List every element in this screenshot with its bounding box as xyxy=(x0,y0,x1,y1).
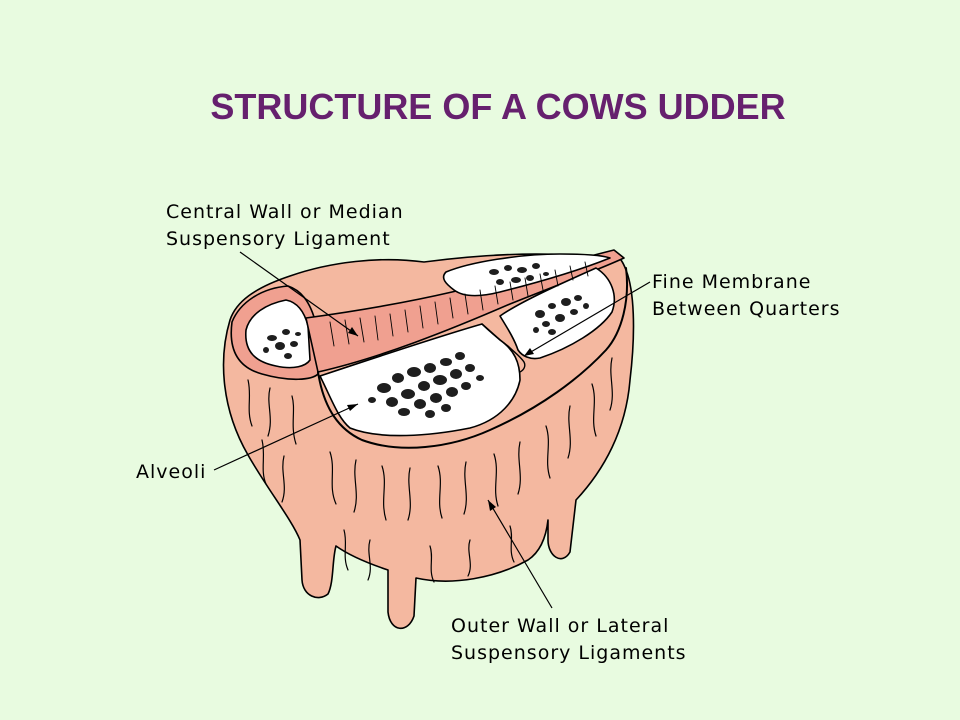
central-wall-arrowhead xyxy=(348,327,358,336)
central-wall-texture xyxy=(329,261,589,347)
fine-membrane-label: Fine Membrane Between Quarters xyxy=(652,269,840,323)
alveoli-label: Alveoli xyxy=(136,459,206,486)
leader-lines xyxy=(213,251,651,609)
front-left-quarter-cut xyxy=(319,323,521,437)
fine-membrane-pointer xyxy=(523,281,651,357)
fine-membrane-label-line2: Between Quarters xyxy=(652,298,841,320)
front-right-quarter-cut xyxy=(499,267,616,360)
fine-membrane-label-line1: Fine Membrane xyxy=(652,271,812,293)
fine-membrane xyxy=(481,323,526,373)
wall-wrinkles xyxy=(247,357,613,583)
alveoli-clusters xyxy=(263,263,589,418)
alveoli-label-line1: Alveoli xyxy=(136,461,207,483)
arrowheads xyxy=(347,327,534,511)
alveoli-arrowhead xyxy=(347,404,358,411)
outer-wall-label-line2: Suspensory Ligaments xyxy=(451,642,687,664)
front-rim xyxy=(317,267,628,449)
fine-membrane-arrowhead xyxy=(524,348,534,356)
outer-wall-arrowhead xyxy=(488,500,496,511)
outer-wall-pointer xyxy=(487,499,553,609)
central-wall-label-line2: Suspensory Ligament xyxy=(166,228,391,250)
alveoli-pointer xyxy=(213,403,359,471)
slide-title: STRUCTURE OF A COWS UDDER xyxy=(210,86,786,127)
left-quarter-cut xyxy=(245,299,311,369)
central-wall-label-line1: Central Wall or Median xyxy=(166,201,404,223)
central-wall-pointer xyxy=(239,251,359,337)
outer-wall-label-line1: Outer Wall or Lateral xyxy=(451,615,670,637)
outer-wall-label: Outer Wall or Lateral Suspensory Ligamen… xyxy=(451,613,687,667)
central-wall-label: Central Wall or Median Suspensory Ligame… xyxy=(166,199,404,253)
rear-quarter-cut xyxy=(442,253,611,297)
